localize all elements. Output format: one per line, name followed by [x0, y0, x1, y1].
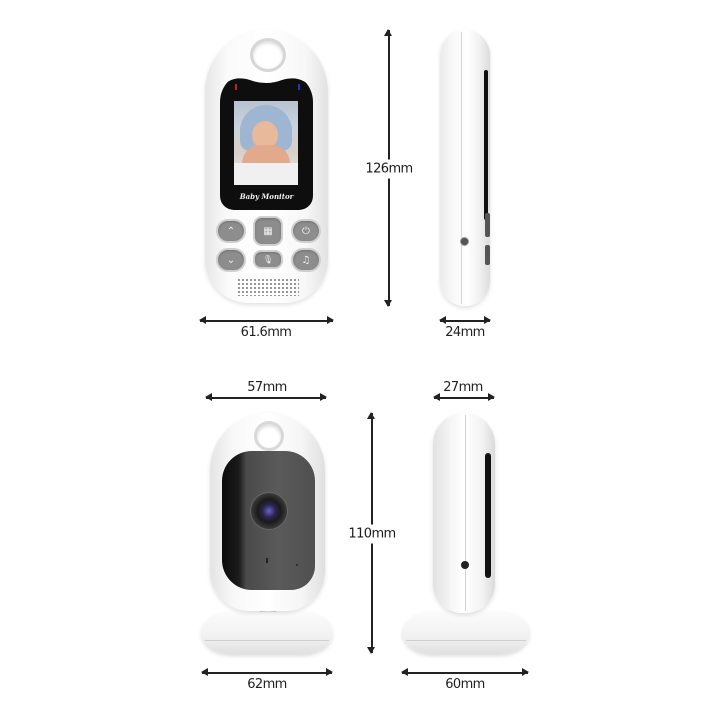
camera-height-label: 110mm — [348, 524, 396, 544]
charging-port-icon — [460, 237, 469, 246]
power-port-icon — [461, 561, 469, 569]
camera-base — [202, 612, 332, 654]
talk-button[interactable]: 🎙 — [253, 250, 283, 269]
dimension-line-camera-base-width — [201, 669, 333, 675]
chevron-up-icon: ⌃ — [226, 225, 236, 237]
dimension-line-camera-depth — [433, 394, 495, 400]
parent-height-label: 126mm — [365, 159, 413, 179]
side-button-upper[interactable] — [485, 213, 490, 237]
camera-sensor-dot — [296, 564, 298, 566]
parent-depth-label: 24mm — [445, 325, 485, 340]
dimension-line-parent-width — [199, 317, 334, 323]
camera-side-base — [403, 612, 529, 654]
camera-base-width-label: 62mm — [247, 677, 287, 692]
seam-line — [461, 32, 462, 304]
parent-unit-side-body — [440, 30, 490, 306]
brand-text: Baby Monitor — [239, 192, 294, 201]
camera-mic-icon — [266, 558, 268, 563]
dimension-line-camera-width — [205, 394, 327, 400]
side-button-lower[interactable] — [485, 245, 490, 265]
up-button[interactable]: ⌃ — [216, 219, 246, 243]
camera-base-seam — [205, 640, 329, 641]
parent-width-label: 61.6mm — [240, 325, 292, 340]
camera-hanging-hole — [254, 421, 284, 451]
camera-side-base-seam — [406, 640, 526, 641]
menu-button[interactable]: ▦ — [253, 216, 283, 246]
link-led-icon — [298, 84, 300, 90]
camera-width-label: 57mm — [247, 380, 287, 395]
camera-side-front-edge — [485, 453, 491, 578]
lanyard-hole — [250, 38, 286, 72]
grid-icon: ▦ — [263, 225, 273, 237]
dimension-line-camera-base-depth — [401, 669, 529, 675]
down-button[interactable]: ⌄ — [216, 248, 246, 272]
baby-photo-display — [234, 101, 298, 185]
power-led-icon — [235, 84, 237, 90]
microphone-icon: 🎙 — [262, 255, 274, 264]
power-button[interactable]: ⏻ — [291, 219, 321, 243]
chevron-down-icon: ⌄ — [226, 254, 236, 266]
speaker-grille — [237, 278, 299, 296]
camera-side-body — [433, 413, 495, 613]
dimension-line-parent-depth — [439, 317, 491, 323]
screen-edge — [484, 70, 488, 220]
music-note-icon: ♫ — [301, 254, 311, 266]
camera-depth-label: 27mm — [443, 380, 483, 395]
lullaby-button[interactable]: ♫ — [291, 248, 321, 272]
power-icon: ⏻ — [302, 225, 310, 237]
camera-side-seam — [465, 415, 466, 611]
camera-lens-icon — [250, 492, 288, 530]
camera-base-depth-label: 60mm — [445, 677, 485, 692]
